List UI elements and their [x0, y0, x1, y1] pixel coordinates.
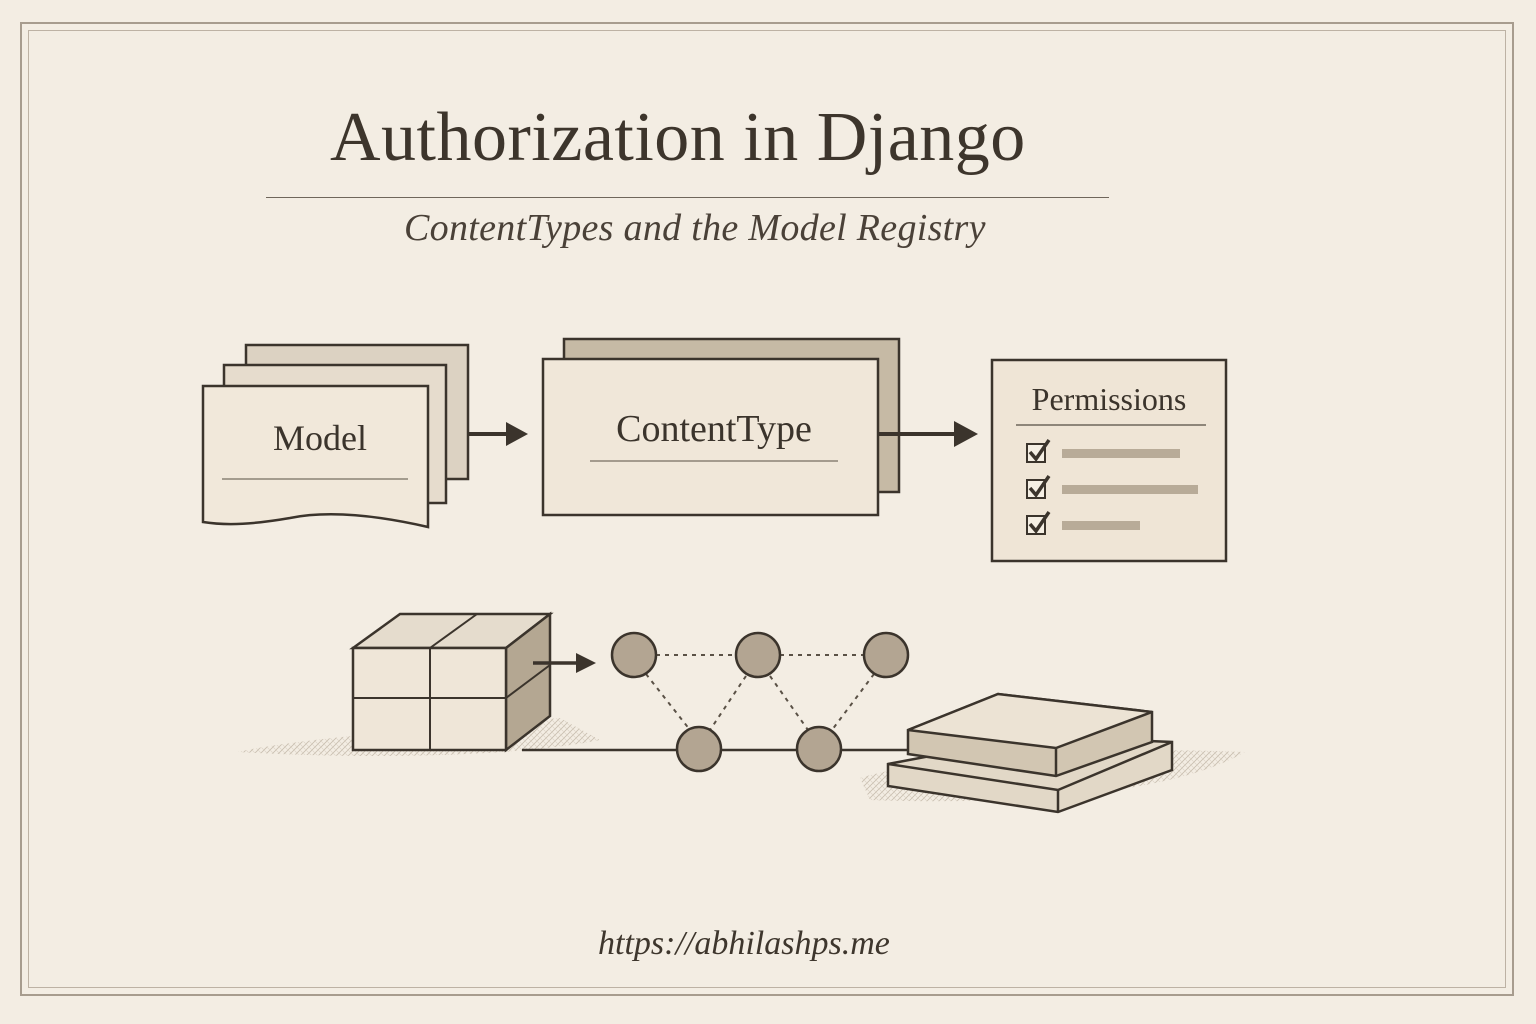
content-type-label: ContentType: [616, 408, 812, 450]
footer-url[interactable]: https://abhilashps.me: [598, 925, 890, 962]
permissions-label: Permissions: [1032, 381, 1187, 417]
model-label: Model: [273, 418, 367, 458]
outer-border: [20, 22, 1514, 996]
permission-line: [1062, 449, 1180, 458]
page-title: Authorization in Django: [330, 99, 1026, 176]
arrow-right-icon: [954, 421, 978, 447]
permission-line: [1062, 521, 1140, 530]
inner-border: [28, 30, 1506, 988]
checkbox-checked-icon: [1026, 511, 1051, 535]
model-node: Model: [201, 343, 470, 529]
permission-line: [1062, 485, 1198, 494]
arrow-right-icon: [576, 653, 596, 673]
permissions-node: Permissions: [990, 358, 1228, 563]
content-type-node: ContentType: [541, 337, 901, 517]
arrow-right-icon: [506, 422, 528, 446]
title-divider: [266, 197, 1109, 198]
graph-network-icon: [522, 631, 910, 773]
stacked-slabs-icon: [886, 692, 1174, 814]
checkbox-checked-icon: [1026, 475, 1051, 499]
cube-icon: [349, 611, 554, 753]
checkbox-checked-icon: [1026, 439, 1051, 463]
page-subtitle: ContentTypes and the Model Registry: [404, 207, 986, 249]
